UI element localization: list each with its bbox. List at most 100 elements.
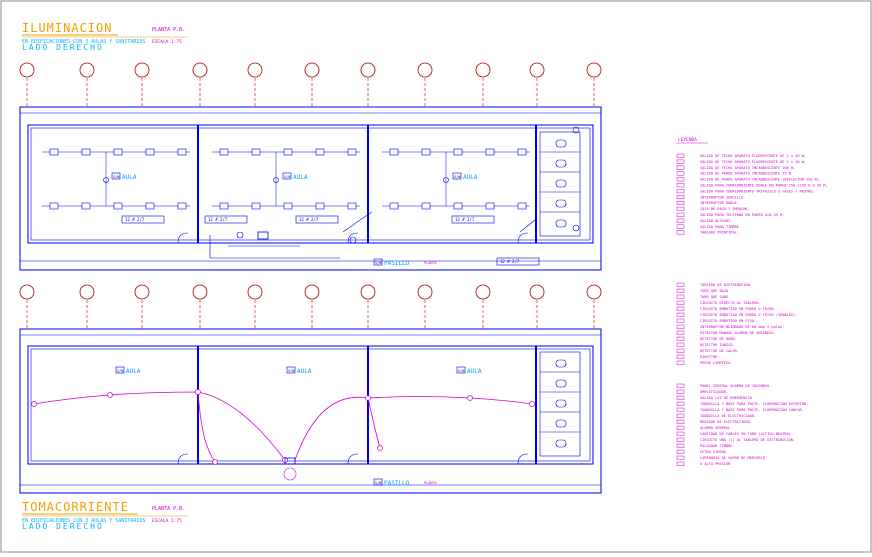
- outlet-circuit-3: [294, 396, 533, 461]
- legend-item: SALIDA DE TECHO APARATO FLUORESCENTE DE …: [700, 154, 806, 158]
- grid-axis-bubble: [360, 62, 376, 78]
- room-name: AULA: [122, 174, 137, 181]
- legend-item: TABLERO PRINCIPAL.: [700, 231, 739, 235]
- legend-item: PANEL CENTRAL ALARMA DE INCENDIO.: [700, 384, 771, 388]
- fluorescent-fixture-icon: [177, 202, 187, 210]
- floor-tag: PLANTA: [424, 481, 438, 485]
- door-swing: [517, 453, 529, 465]
- toilet-fixture: [555, 199, 567, 208]
- plan-label-bottom: PLANTA P.B.: [152, 506, 185, 512]
- fluorescent-fixture-icon: [485, 148, 495, 156]
- legend-item: SALIDA PARA TOMACORRIENTE DOBLE EN PARED…: [700, 184, 828, 188]
- outlet-icon: [212, 459, 218, 465]
- legend-item: LUMINARIA DE VAPOR DE MERCURIO: [700, 456, 765, 460]
- legend-group-bottom: PANEL CENTRAL ALARMA DE INCENDIO.AMPLIFI…: [676, 383, 808, 466]
- grid-axis-bubble: [586, 62, 602, 78]
- room-name: PASILLO: [384, 260, 410, 267]
- junction-box-icon: [349, 236, 357, 244]
- circuit-tag-box: [295, 215, 339, 224]
- legend-symbol-icon: [676, 218, 685, 223]
- outlet-circuit-4: [367, 397, 381, 449]
- toilet-fixture: [555, 439, 567, 448]
- outlet-icon: [529, 401, 535, 407]
- fluorescent-fixture-icon: [251, 202, 261, 210]
- door-swing: [517, 232, 529, 244]
- legend-symbol-icon: [676, 212, 685, 217]
- junction-box-icon: [572, 126, 580, 134]
- classroom-block-wall: [27, 124, 594, 244]
- fluorescent-fixture-icon: [81, 202, 91, 210]
- legend-item: TUBO QUE SUBE.: [700, 295, 730, 299]
- legend-symbol-icon: [676, 230, 685, 235]
- grid-axis-bubble: [134, 62, 150, 78]
- outlet-circuit-1: [33, 391, 216, 463]
- legend-symbol-icon: [676, 336, 685, 341]
- room-tag: S/N: [454, 175, 460, 179]
- scale-label-bottom: ESCALA 1:75: [152, 518, 182, 524]
- outlet-circuit-2: [197, 391, 286, 461]
- sanitary-area: [539, 351, 581, 457]
- legend-symbol-icon: [676, 189, 685, 194]
- circuit-tag-box: [121, 215, 165, 224]
- fluorescent-fixture-icon: [49, 202, 59, 210]
- room-label-aula-1: S/N AULA: [111, 172, 137, 181]
- switch-icon: [273, 177, 279, 183]
- grid-axis-bubble: [192, 284, 208, 300]
- legend-item: A ALTA PRESION: [700, 462, 730, 466]
- room-tag-box: [282, 172, 292, 180]
- legend-item: TANQUILLA Y BASE PARA POSTE, ILUMINACION…: [700, 402, 808, 406]
- legend-item: CAJA DE PASO Y EMPALME.: [700, 207, 750, 211]
- plan-label-top: PLANTA P.B.: [152, 27, 185, 33]
- legend-symbol-icon: [676, 330, 685, 335]
- legend-item: LETRA SIRENA.: [700, 450, 728, 454]
- legend-symbol-icon: [676, 437, 685, 442]
- floor-tag: PLANTA: [424, 261, 438, 265]
- circuit-tag: 12 # 2/7: [295, 215, 339, 224]
- legend-item: CIRCUITO EMBUTIDO EN PARED O TECHO (SENA…: [700, 313, 797, 317]
- legend-item: SALIDA ALTAVOZ.: [700, 219, 732, 223]
- legend-symbol-icon: [676, 165, 685, 170]
- door-swing: [177, 453, 189, 465]
- legend-item: SALIDA DE PARED APARATO INCANDESCENTE 75…: [700, 172, 793, 176]
- toilet-fixture: [555, 159, 567, 168]
- legend-symbol-icon: [676, 443, 685, 448]
- room-tag: S/N: [284, 175, 290, 179]
- fluorescent-fixture-icon: [315, 148, 325, 156]
- legend-symbol-icon: [676, 159, 685, 164]
- title-top: ILUMINACION: [22, 21, 112, 35]
- toilet-stalls: [539, 131, 581, 237]
- legend-item: SALIDA DE TECHO APARATO INCANDESCENTE 10…: [700, 166, 795, 170]
- grid-axis-bubble: [192, 62, 208, 78]
- toilet-fixture: [555, 219, 567, 228]
- legend-symbol-icon: [676, 461, 685, 466]
- legend-symbol-icon: [676, 206, 685, 211]
- legend-symbol-icon: [676, 407, 685, 412]
- scale-label-top: ESCALA 1:75: [152, 39, 182, 45]
- title-block-bottom: TOMACORRIENTE PLANTA P.B. ESCALA 1:75 EN…: [22, 500, 188, 531]
- legend-symbol-icon: [676, 200, 685, 205]
- grid-axis-bubble: [247, 62, 263, 78]
- classroom-block-wall: [27, 345, 594, 465]
- legend-item: DETECTOR DE HUMO.: [700, 337, 737, 341]
- room-name: AULA: [467, 368, 482, 375]
- legend-symbol-icon: [676, 354, 685, 359]
- legend-item: DIRECTOR.: [700, 355, 719, 359]
- title-bottom: TOMACORRIENTE: [22, 500, 129, 514]
- side-label-top: LADO DERECHO: [22, 43, 104, 52]
- side-label-bottom: LADO DERECHO: [22, 522, 104, 531]
- legend-item: TUBO QUE BAJA.: [700, 289, 730, 293]
- legend-symbol-icon: [676, 425, 685, 430]
- room-tag-box: [115, 366, 125, 374]
- grid-axes-top: [19, 62, 602, 106]
- legend-symbol-icon: [676, 306, 685, 311]
- subtitle-top: EN EDIFICACIONES CON 3 AULAS Y SANITARIO…: [22, 39, 145, 45]
- grid-axis-bubble: [417, 62, 433, 78]
- light-fixtures: [42, 148, 530, 210]
- legend-symbol-icon: [676, 389, 685, 394]
- sanitary-area: [539, 131, 581, 237]
- fluorescent-fixture-icon: [251, 148, 261, 156]
- room-name: PASILLO: [384, 480, 410, 487]
- legend-item: SALIDA DE PARED APARATO INCANDESCENTE (R…: [700, 178, 821, 182]
- toilet-fixture: [555, 419, 567, 428]
- legend-item: TANQUILLA DE ELECTRICIDAD.: [700, 414, 756, 418]
